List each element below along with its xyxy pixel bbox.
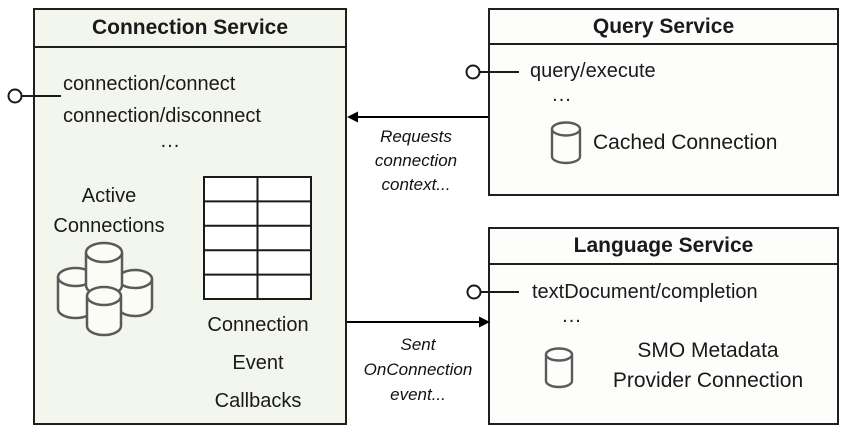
language-service-interface-icon <box>466 284 519 300</box>
requests-label-line3: context... <box>381 175 451 194</box>
language-methods-ellipsis: ... <box>562 305 582 327</box>
cached-connection-label: Cached Connection <box>593 131 778 154</box>
active-label-line2: Connections <box>53 215 165 237</box>
requests-label-line2: connection <box>374 151 458 170</box>
smo-metadata-provider-label: SMO Metadata Provider Connection <box>582 336 834 396</box>
sent-label-line3: event... <box>390 385 446 404</box>
smo-label-line1: SMO Metadata <box>637 339 779 362</box>
sent-label-line1: Sent <box>400 335 436 354</box>
sent-label-line2: OnConnection <box>363 360 473 379</box>
query-service-box: Query Service query/execute ... Cached C… <box>488 8 839 196</box>
connection-methods-ellipsis: ... <box>160 130 181 152</box>
active-label-line1: Active <box>81 185 137 207</box>
connection-service-box: Connection Service connection/connect co… <box>33 8 347 425</box>
active-connections-label: Active Connections <box>35 181 183 241</box>
query-service-interface-icon <box>465 64 519 80</box>
callbacks-label-line3: Callbacks <box>214 390 302 412</box>
smo-label-line2: Provider Connection <box>612 369 804 392</box>
callback-table-icon <box>203 176 312 300</box>
method-connection-disconnect: connection/disconnect <box>63 105 261 127</box>
database-icon <box>544 347 574 389</box>
method-connection-connect: connection/connect <box>63 73 236 95</box>
method-textdocument-completion: textDocument/completion <box>532 281 758 303</box>
callbacks-label-line2: Event <box>232 352 284 374</box>
connection-event-callbacks-label: Connection Event Callbacks <box>190 306 326 420</box>
query-methods-ellipsis: ... <box>552 84 572 106</box>
connection-service-methods: connection/connect connection/disconnect <box>63 68 261 132</box>
query-service-title: Query Service <box>490 10 837 45</box>
language-service-title: Language Service <box>490 229 837 265</box>
database-icon <box>550 121 582 165</box>
method-query-execute: query/execute <box>530 60 656 82</box>
database-cluster-icon <box>56 241 154 337</box>
connection-service-interface-icon <box>7 88 61 104</box>
sent-onconnection-event-label: Sent OnConnection event... <box>352 332 484 407</box>
requests-label-line1: Requests <box>380 127 452 146</box>
connection-service-title: Connection Service <box>35 10 345 48</box>
requests-connection-arrow <box>347 111 488 123</box>
callbacks-label-line1: Connection <box>207 314 309 336</box>
language-service-box: Language Service textDocument/completion… <box>488 227 839 425</box>
requests-connection-context-label: Requests connection context... <box>355 125 477 197</box>
sent-onconnection-arrow <box>347 316 490 328</box>
